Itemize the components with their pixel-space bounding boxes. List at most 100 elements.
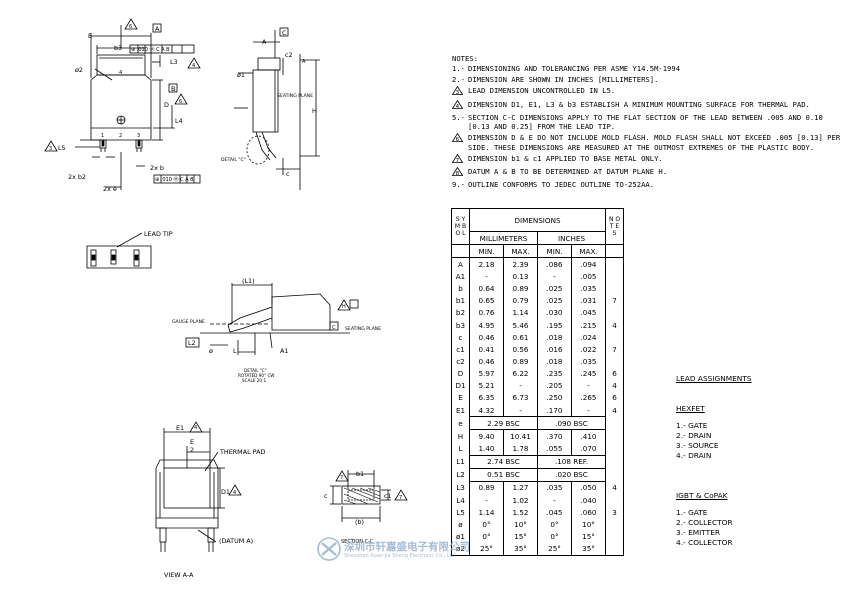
cell-mm-min: 2.18 <box>469 257 504 271</box>
tol-frame-2: ⊕ .010 Ⓜ C A B <box>155 176 194 183</box>
cell-note: 4 <box>605 318 624 332</box>
view-e-top: E <box>190 438 194 446</box>
detail-dim-l1: (L1) <box>242 277 255 285</box>
cell-in-min: - <box>537 270 572 283</box>
cell-symbol: L2 <box>451 468 470 482</box>
note-number: 5.- <box>452 112 465 122</box>
cell-in-max: - <box>571 403 606 417</box>
view-thermal-pad: THERMAL PAD <box>219 448 265 456</box>
flag-6b: 6 <box>179 99 182 105</box>
cell-symbol: b3 <box>451 318 470 332</box>
cell-symbol: A1 <box>451 270 470 283</box>
note-flag-icon: 8 <box>451 166 468 178</box>
mm-max-header: MAX. <box>503 244 538 259</box>
lead-assignments: LEAD ASSIGNMENTS <box>676 374 752 391</box>
millimeters-header: MILLIMETERS <box>469 230 538 246</box>
watermark-cn: 深圳市轩嘉盛电子有限公司 <box>344 541 470 553</box>
svg-text:8: 8 <box>456 171 460 176</box>
note-flag-icon: 7 <box>451 153 468 165</box>
cell-mm-min: 5.21 <box>469 379 504 392</box>
cell-mm-min: 6.35 <box>469 391 504 404</box>
flag-4: 4 <box>192 63 195 69</box>
cell-mm-max: 10° <box>503 518 538 531</box>
cell-in-min: 0° <box>537 530 572 543</box>
cell-mm-max: 1.02 <box>503 493 538 507</box>
side-detail-c: DETAIL "C" <box>221 157 246 163</box>
view-dim-e1: E1 <box>176 424 184 432</box>
cell-symbol: L4 <box>451 493 470 507</box>
cell-mm-min: 0° <box>469 530 504 543</box>
cell-note <box>605 355 624 368</box>
dim-l3: L3 <box>170 58 178 66</box>
sect-dim-c: c <box>324 492 328 500</box>
side-dim-theta1: ø1 <box>237 71 245 79</box>
detail-dim-a1: A1 <box>280 347 288 355</box>
table-row: A1-0.13-.005 <box>451 270 624 283</box>
watermark-en: Shenzhen Xuan Jia Sheng Electronic Co., … <box>344 553 457 559</box>
hexfet-pin-3: 3.- SOURCE <box>676 441 719 450</box>
side-dim-a-bot: A <box>302 59 306 65</box>
flag-3: 3 <box>49 146 52 152</box>
cell-in-max: .035 <box>571 355 606 368</box>
cell-mm-max: 1.14 <box>503 306 538 319</box>
cell-in-max: .024 <box>571 331 606 344</box>
cell-symbol: D1 <box>451 379 470 392</box>
top-view <box>44 18 201 190</box>
detail-caption: DETAIL "C" <box>244 368 267 373</box>
hexfet-pin-1: 1.- GATE <box>676 421 708 430</box>
notes-header: N O T E S <box>605 207 624 246</box>
cell-in-min: .055 <box>537 442 572 456</box>
view-flag-4b: 4 <box>233 490 236 496</box>
cell-in-min: .205 <box>537 379 572 392</box>
view-datum-a: (DATUM A) <box>219 537 253 545</box>
cell-mm-max: - <box>503 379 538 392</box>
cell-in-max: .050 <box>571 481 606 494</box>
cell-mm-max: 6.22 <box>503 367 538 380</box>
datum-a: A <box>155 25 160 33</box>
cell-mm-max: 6.73 <box>503 391 538 404</box>
cell-in-max: .060 <box>571 506 606 519</box>
cell-in-max: .031 <box>571 294 606 307</box>
cell-in-min: .025 <box>537 282 572 295</box>
dim-2x-b: 2x b <box>150 164 164 172</box>
cell-in-max: .094 <box>571 257 606 271</box>
sect-flag-7: 7 <box>340 475 343 481</box>
cell-mm-span: 2.74 BSC <box>469 454 538 469</box>
note-item: 5.-SECTION C-C DIMENSIONS APPLY TO THE F… <box>452 113 848 132</box>
sect-dim-c1: c1 <box>384 492 392 500</box>
in-max-header: MAX. <box>571 244 606 259</box>
hexfet-title: HEXFET <box>676 404 705 413</box>
cell-symbol: L1 <box>451 455 470 469</box>
note-text: DIMENSION D1, E1, L3 & b3 ESTABLISH A MI… <box>468 99 810 109</box>
cell-mm-max: 1.78 <box>503 442 538 456</box>
cell-note <box>605 493 624 507</box>
cell-mm-min: 5.97 <box>469 367 504 380</box>
cell-mm-min: - <box>469 493 504 507</box>
cell-note <box>605 518 624 531</box>
cell-in-max: .215 <box>571 318 606 332</box>
cell-mm-max: 0.79 <box>503 294 538 307</box>
igbt-section: IGBT & CoPAK 1.- GATE 2.- COLLECTOR 3.- … <box>676 491 733 548</box>
cell-in-min: .250 <box>537 391 572 404</box>
in-min-header: MIN. <box>537 244 572 259</box>
note-flag-icon: 3 <box>451 86 468 97</box>
side-dim-c2: c2 <box>285 51 293 59</box>
cell-mm-max: 0.89 <box>503 282 538 295</box>
cell-mm-min: 0.89 <box>469 481 504 494</box>
side-dim-h: H <box>312 107 317 115</box>
watermark-logo-icon <box>317 537 341 561</box>
cell-in-min: .195 <box>537 318 572 332</box>
cell-in-span: .020 BSC <box>537 467 606 482</box>
cell-mm-max: 35° <box>503 542 538 556</box>
note-text: DIMENSION ARE SHOWN IN INCHES [MILLIMETE… <box>468 75 659 85</box>
svg-text:3: 3 <box>456 90 460 95</box>
note-number: 1.- <box>452 64 465 73</box>
